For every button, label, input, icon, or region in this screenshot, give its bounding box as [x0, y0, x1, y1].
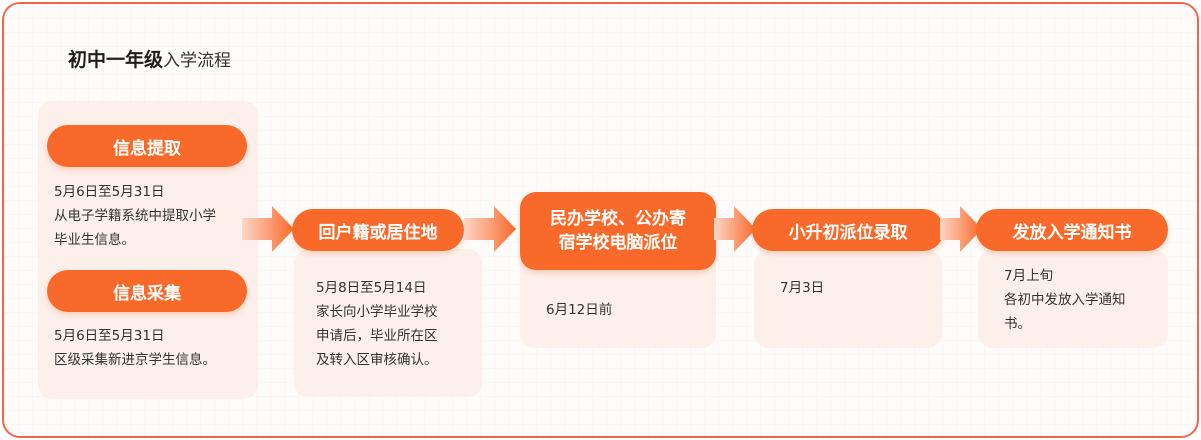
- step-info-extract-date: 5月6日至5月31日: [54, 184, 165, 200]
- arrow-3-icon: [714, 206, 756, 252]
- arrow-1-icon: [242, 206, 294, 252]
- step-issue-notice-desc: 各初中发放入学通知 书。: [1004, 292, 1126, 332]
- step-info-collect-desc: 区级采集新进京学生信息。: [54, 352, 216, 368]
- title-bold: 初中一年级: [68, 49, 164, 71]
- step-info-extract-desc: 从电子学籍系统中提取小学 毕业生信息。: [54, 208, 216, 248]
- arrow-4-icon: [940, 206, 982, 252]
- step-info-collect: 信息采集: [47, 270, 247, 312]
- step-admission-lottery-date: 7月3日: [780, 280, 825, 296]
- title-light: 入学流程: [163, 51, 232, 71]
- step-issue-notice-date: 7月上旬: [1004, 268, 1054, 284]
- arrow-2-icon: [464, 206, 516, 252]
- step-info-extract: 信息提取: [47, 125, 247, 167]
- page-title: 初中一年级入学流程: [68, 45, 231, 72]
- stage5-card: [978, 250, 1168, 348]
- step-return-residence: 回户籍或居住地: [292, 209, 464, 251]
- step-return-residence-desc: 家长向小学毕业学校 申请后，毕业所在区 及转入区审核确认。: [316, 304, 438, 368]
- step-return-residence-date: 5月8日至5月14日: [316, 280, 427, 296]
- step-info-collect-date: 5月6日至5月31日: [54, 328, 165, 344]
- step-private-school-lottery: 民办学校、公办寄 宿学校电脑派位: [520, 192, 716, 270]
- step-issue-notice: 发放入学通知书: [976, 209, 1168, 251]
- step-admission-lottery: 小升初派位录取: [752, 209, 944, 251]
- stage4-card: [754, 250, 942, 348]
- stage2-card: [294, 249, 482, 397]
- step-private-school-lottery-date: 6月12日前: [546, 302, 613, 318]
